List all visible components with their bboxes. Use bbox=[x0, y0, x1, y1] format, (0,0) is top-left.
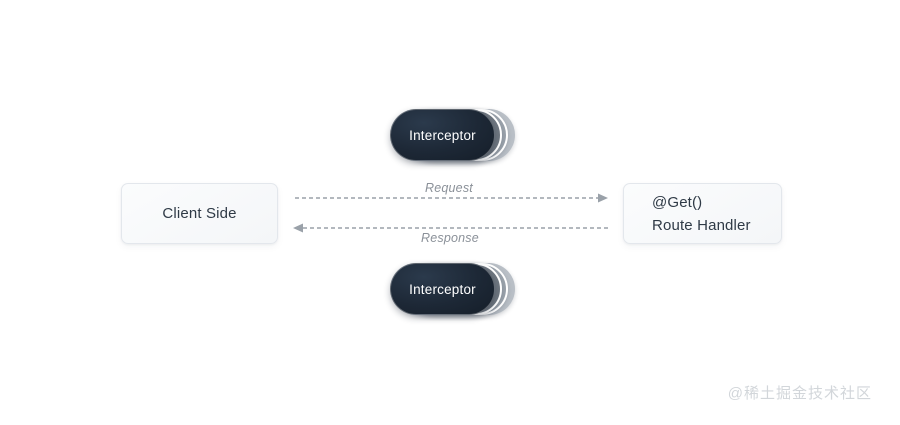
interceptor-top-label: Interceptor bbox=[409, 127, 476, 143]
route-handler-label: Route Handler bbox=[652, 216, 751, 234]
request-arrow bbox=[295, 193, 608, 203]
route-handler-decorator: @Get() bbox=[652, 193, 703, 211]
interceptor-bottom-label: Interceptor bbox=[409, 281, 476, 297]
node-interceptor-bottom[interactable]: Interceptor bbox=[390, 263, 515, 315]
interceptor-bottom-face: Interceptor bbox=[390, 263, 495, 315]
node-interceptor-top[interactable]: Interceptor bbox=[390, 109, 515, 161]
route-handler-text: @Get() Route Handler bbox=[652, 191, 751, 237]
node-route-handler[interactable]: @Get() Route Handler bbox=[623, 183, 782, 244]
watermark: @稀土掘金技术社区 bbox=[727, 385, 872, 402]
interceptor-top-face: Interceptor bbox=[390, 109, 495, 161]
request-label: Request bbox=[425, 181, 473, 195]
response-label: Response bbox=[421, 231, 479, 245]
node-client-side[interactable]: Client Side bbox=[121, 183, 278, 244]
client-side-label: Client Side bbox=[162, 205, 237, 222]
response-arrow bbox=[293, 223, 610, 233]
